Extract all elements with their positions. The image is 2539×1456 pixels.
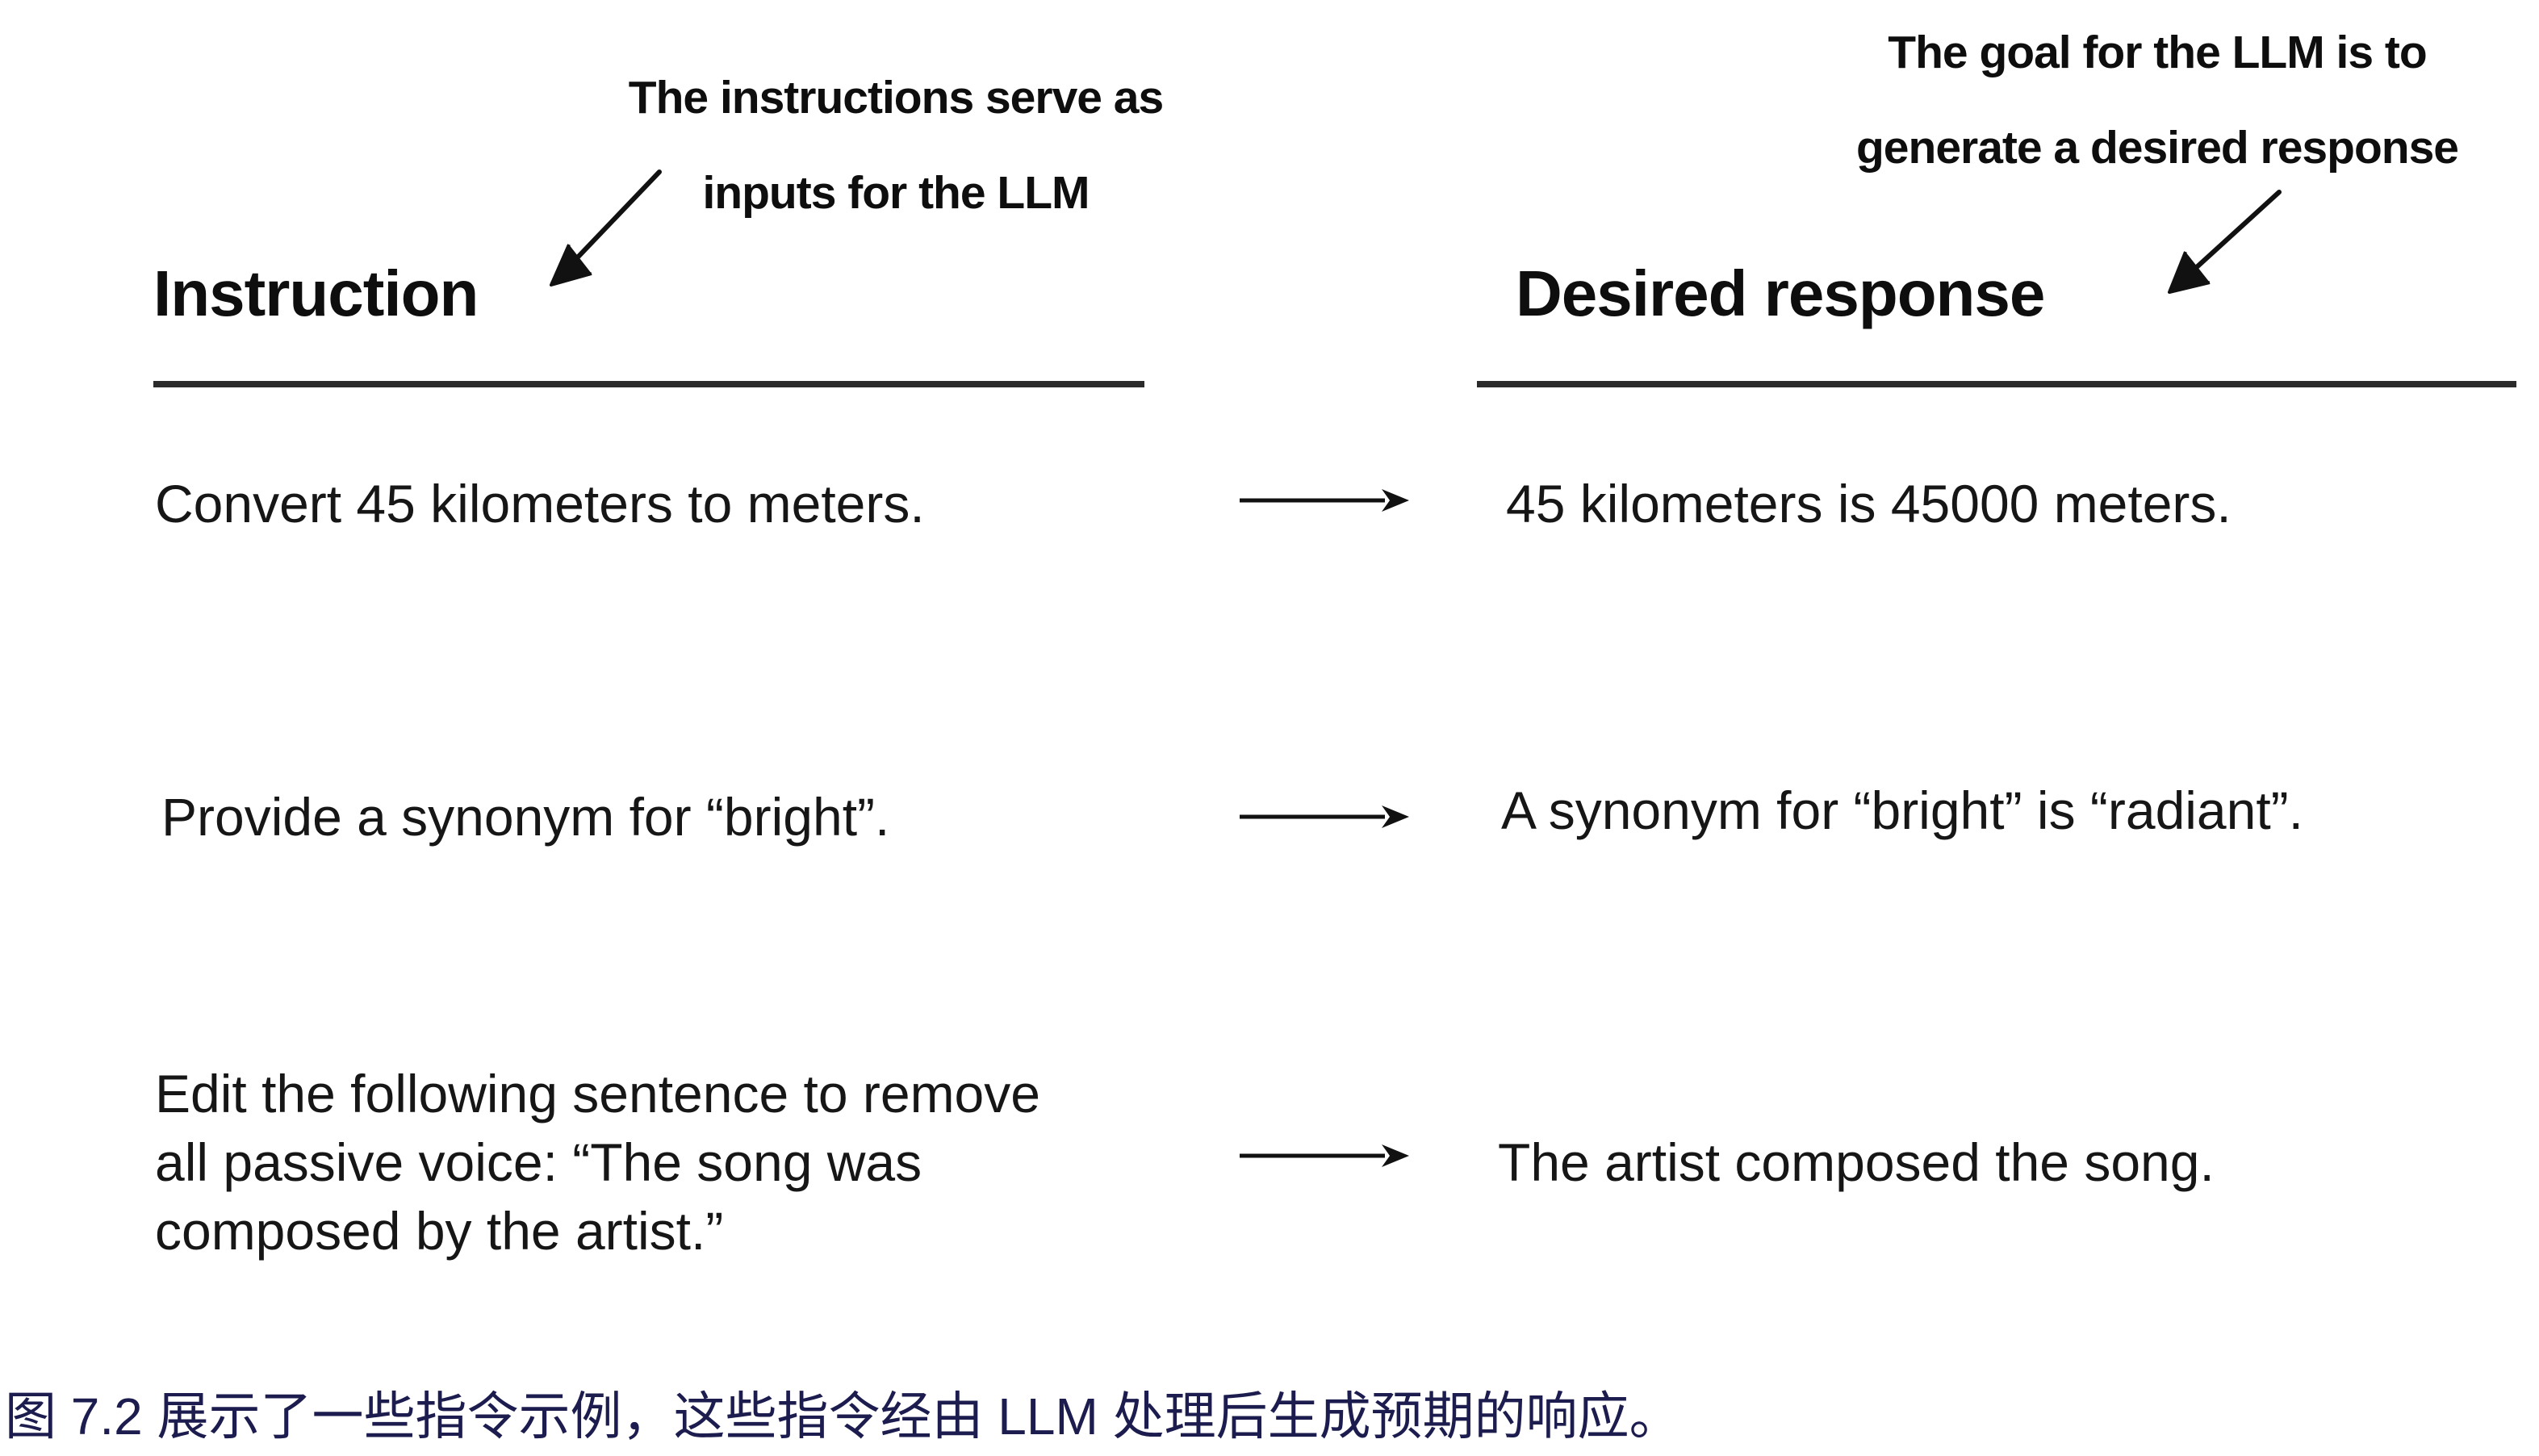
instruction-column-header: Instruction — [153, 257, 479, 329]
row-arrow-1-icon — [1240, 489, 1409, 512]
annotation-response-line1: The goal for the LLM is to — [1888, 27, 2427, 78]
response-cell-2: A synonym for “bright” is “radiant”. — [1501, 780, 2303, 840]
row-arrow-3-icon — [1240, 1144, 1409, 1167]
instruction-cell-1: Convert 45 kilometers to meters. — [155, 474, 925, 533]
figure-caption: 图 7.2 展示了一些指令示例，这些指令经由 LLM 处理后生成预期的响应。 — [5, 1387, 1681, 1446]
row-arrow-2-icon — [1240, 805, 1409, 828]
arrow-to-instruction-icon — [550, 169, 662, 287]
annotation-instructions-line2: inputs for the LLM — [702, 167, 1090, 219]
desired-response-header-rule — [1477, 381, 2516, 387]
annotation-instructions-line1: The instructions serve as — [628, 72, 1164, 123]
annotation-instructions-note: The instructions serve as inputs for the… — [517, 50, 1275, 241]
annotation-response-note: The goal for the LLM is to generate a de… — [1776, 5, 2539, 195]
instruction-cell-3: Edit the following sentence to remove al… — [155, 1064, 1040, 1261]
desired-response-column-header: Desired response — [1516, 257, 2045, 329]
response-cell-3: The artist composed the song. — [1498, 1132, 2215, 1192]
annotation-response-line2: generate a desired response — [1855, 122, 2459, 174]
instruction-cell-2: Provide a synonym for “bright”. — [161, 787, 890, 847]
instruction-header-rule — [153, 381, 1144, 387]
response-cell-1: 45 kilometers is 45000 meters. — [1506, 474, 2232, 533]
arrow-to-desired-response-icon — [2168, 190, 2282, 294]
